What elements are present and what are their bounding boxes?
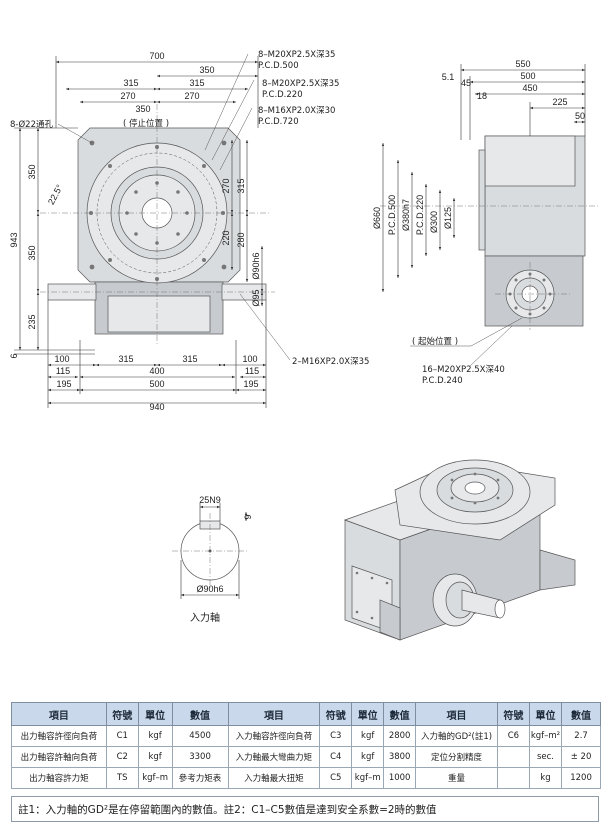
svg-text:5.1: 5.1	[442, 72, 455, 82]
svg-text:450: 450	[522, 83, 537, 93]
header-value-1: 數值	[171, 702, 229, 726]
svg-text:350: 350	[135, 104, 150, 114]
svg-text:P.C.D.220: P.C.D.220	[415, 195, 425, 235]
svg-text:Ø95: Ø95	[251, 289, 261, 306]
key-width: 25N9	[199, 495, 221, 505]
svg-text:350: 350	[27, 164, 37, 179]
svg-text:Ø90h6: Ø90h6	[251, 252, 261, 279]
svg-text:Ø380h7: Ø380h7	[401, 199, 411, 231]
svg-text:115: 115	[245, 366, 259, 376]
svg-text:350: 350	[27, 245, 37, 260]
svg-text:270: 270	[120, 91, 135, 101]
svg-text:270: 270	[184, 91, 199, 101]
svg-text:220: 220	[221, 230, 231, 245]
header-value-3: 數值	[561, 702, 601, 726]
svg-text:Ø660: Ø660	[372, 207, 382, 229]
dim-350-top: 350	[199, 65, 214, 75]
spec-table: 項目 符號 單位 數值 項目 符號 單位 數值 項目 符號 單位 數值 出力軸容…	[11, 702, 601, 789]
hole-label: 8-Ø22通孔	[10, 119, 53, 130]
svg-text:22.5°: 22.5°	[46, 183, 65, 207]
header-value-2: 數值	[383, 702, 417, 726]
svg-text:16–M20XP2.5X深40: 16–M20XP2.5X深40	[422, 365, 505, 375]
svg-text:195: 195	[243, 379, 258, 389]
table-row: 出力軸容許力矩 TS kgf–m 參考力矩表 入力軸最大扭矩 C5 kgf–m …	[11, 767, 601, 789]
svg-text:280: 280	[236, 232, 246, 247]
svg-text:P.C.D.720: P.C.D.720	[258, 117, 299, 127]
svg-text:195: 195	[56, 379, 71, 389]
header-item-1: 項目	[11, 702, 107, 726]
svg-text:8–M16XP2.0X深30: 8–M16XP2.0X深30	[258, 106, 335, 116]
dim-700: 700	[149, 51, 164, 61]
svg-text:18: 18	[477, 91, 487, 101]
svg-text:500: 500	[149, 379, 164, 389]
header-item-2: 項目	[227, 702, 321, 726]
svg-text:P.C.D.500: P.C.D.500	[387, 195, 397, 235]
shaft-section: 25N9 9 Ø90h6 入力軸	[172, 495, 253, 624]
header-symbol-1: 符號	[105, 702, 139, 726]
svg-text:270: 270	[221, 178, 231, 193]
table-row: 出力軸容許徑向負荷 C1 kgf 4500 入力軸容許徑向負荷 C3 kgf 2…	[11, 725, 601, 747]
svg-text:315: 315	[123, 78, 138, 88]
svg-text:315: 315	[182, 354, 197, 364]
svg-text:P.C.D.500: P.C.D.500	[258, 61, 299, 71]
svg-text:400: 400	[149, 366, 164, 376]
center-bore	[141, 197, 173, 229]
technical-drawing: 700 350 315 315 270 270 350 ( 停止位置 ) 8–M…	[9, 50, 600, 641]
stop-position-label: ( 停止位置 )	[123, 118, 169, 129]
table-header-row: 項目 符號 單位 數值 項目 符號 單位 數值 項目 符號 單位 數值	[11, 702, 601, 726]
bottom-tap-label: 2–M16XP2.0X深35	[292, 357, 369, 367]
svg-text:100: 100	[54, 354, 69, 364]
header-unit-1: 單位	[137, 702, 173, 726]
front-view: 700 350 315 315 270 270 350 ( 停止位置 ) 8–M…	[9, 50, 369, 412]
svg-text:225: 225	[552, 97, 567, 107]
svg-text:315: 315	[236, 178, 246, 193]
svg-text:235: 235	[27, 314, 37, 329]
header-unit-2: 單位	[351, 702, 385, 726]
svg-text:8–M20XP2.5X深35: 8–M20XP2.5X深35	[258, 50, 335, 60]
header-symbol-3: 符號	[497, 702, 530, 726]
svg-text:P.C.D.240: P.C.D.240	[422, 376, 463, 386]
header-symbol-2: 符號	[319, 702, 353, 726]
svg-text:50: 50	[575, 111, 585, 121]
table-row: 出力軸容許軸向負荷 C2 kgf 3300 入力軸最大彎曲力矩 C4 kgf 3…	[11, 746, 601, 768]
key-depth: 9	[243, 514, 253, 519]
svg-text:500: 500	[520, 71, 535, 81]
svg-text:100: 100	[242, 354, 257, 364]
header-unit-3: 單位	[528, 702, 563, 726]
header-item-3: 項目	[415, 702, 499, 726]
svg-text:Ø300: Ø300	[429, 211, 439, 233]
svg-text:315: 315	[118, 354, 133, 364]
shaft-caption: 入力軸	[190, 611, 220, 624]
shaft-diameter: Ø90h6	[196, 584, 223, 594]
svg-text:315: 315	[189, 78, 204, 88]
svg-text:45: 45	[461, 78, 471, 88]
svg-text:Ø125: Ø125	[443, 207, 453, 229]
svg-text:115: 115	[56, 366, 70, 376]
start-position-label: ( 起始位置 )	[412, 336, 458, 347]
isometric-view	[343, 459, 576, 641]
dim-940: 940	[149, 402, 164, 412]
svg-text:8–M20XP2.5X深35: 8–M20XP2.5X深35	[262, 79, 339, 89]
side-view: 550 5.1 45 500 18 450 225 50 Ø660 P.C.D.…	[372, 59, 600, 386]
svg-text:P.C.D.220: P.C.D.220	[262, 90, 303, 100]
svg-text:550: 550	[515, 59, 530, 69]
svg-text:6: 6	[9, 353, 19, 358]
table-note: 註1：入力軸的GD²是在停留範圍內的數值。註2：C1–C5數值是達到安全系數=2…	[11, 796, 599, 822]
svg-text:943: 943	[9, 232, 19, 247]
